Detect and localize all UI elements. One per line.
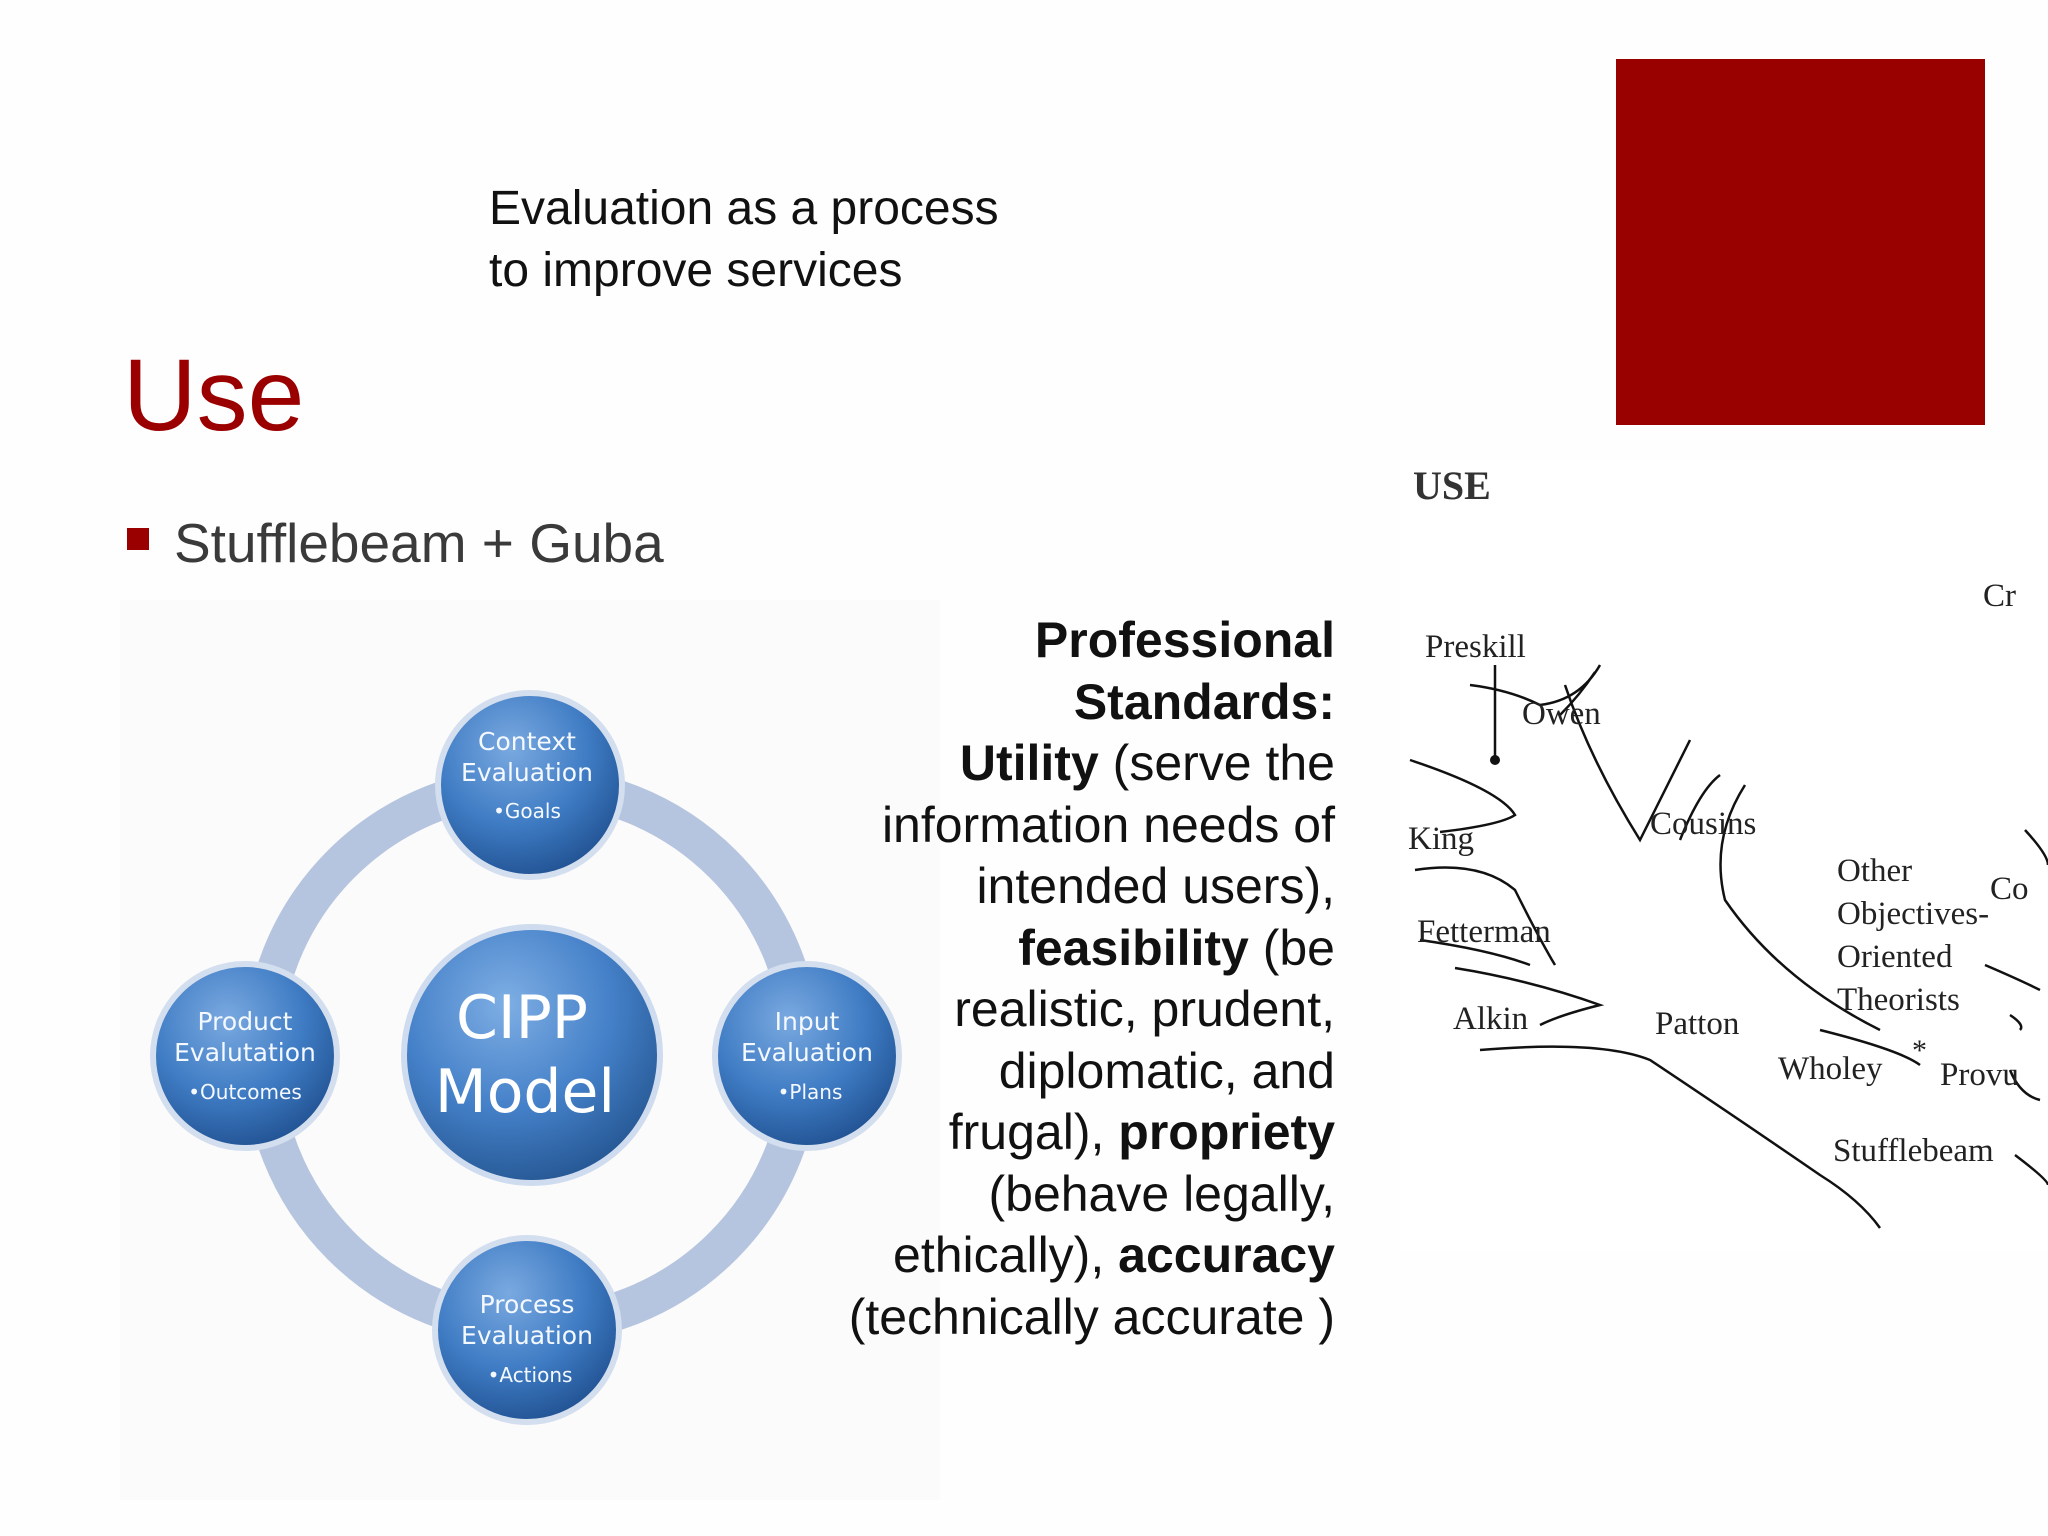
cipp-node-context-line2: Evaluation <box>461 758 593 787</box>
cipp-node-input-line2: Evaluation <box>741 1038 873 1067</box>
cipp-node-product: Product Evalutation •Outcomes <box>150 961 340 1151</box>
cipp-center-node: CIPP Model <box>401 924 663 1186</box>
tree-label-asterisk: * <box>1912 1034 1927 1067</box>
cipp-node-product-line1: Product <box>198 1007 293 1036</box>
tree-label-alkin: Alkin <box>1453 1001 1529 1037</box>
subtitle-line-1: Evaluation as a process <box>489 182 999 235</box>
utility-desc: (serve the information needs of intended… <box>881 735 1335 914</box>
accent-square <box>1616 59 1985 425</box>
slide-title: Use <box>123 338 305 452</box>
tree-label-wholey: Wholey <box>1778 1051 1883 1087</box>
cipp-node-process-line2: Evaluation <box>461 1321 593 1350</box>
tree-label-oriented: Oriented <box>1837 939 1953 975</box>
propriety-term: propriety <box>1118 1104 1335 1160</box>
cipp-node-input: Input Evaluation •Plans <box>712 961 902 1151</box>
cipp-node-context-line1: Context <box>478 727 576 756</box>
theory-tree-image: USE Preskill Owen King Cousins Fetterman… <box>1400 460 2048 1250</box>
tree-label-other: Other <box>1837 853 1913 889</box>
feasibility-desc: (be realistic, prudent, diplomatic, and … <box>948 919 1335 1161</box>
cipp-node-context-sub: •Goals <box>493 799 561 823</box>
cipp-node-context: Context Evaluation •Goals <box>435 690 625 880</box>
tree-label-co: Co <box>1990 871 2029 907</box>
cipp-node-input-sub: •Plans <box>778 1080 843 1104</box>
tree-label-preskill: Preskill <box>1425 629 1526 665</box>
theory-tree-branches <box>1409 664 2048 1229</box>
tree-label-patton: Patton <box>1655 1006 1740 1042</box>
cipp-node-process-sub: •Actions <box>488 1363 573 1387</box>
cipp-node-process-line1: Process <box>480 1290 575 1319</box>
bullet-marker <box>127 528 149 550</box>
utility-term: Utility <box>959 735 1099 791</box>
cipp-center-line2: Model <box>435 1057 615 1127</box>
tree-label-fetterman: Fetterman <box>1417 914 1551 950</box>
cipp-node-product-sub: •Outcomes <box>188 1080 302 1104</box>
subtitle-line-2: to improve services <box>489 244 903 297</box>
bullet-text: Stufflebeam + Guba <box>174 512 664 574</box>
slide-subtitle: Evaluation as a process to improve servi… <box>489 178 999 302</box>
cipp-node-input-line1: Input <box>775 1007 840 1036</box>
tree-heading-use: USE <box>1413 463 1491 508</box>
tree-label-stufflebeam: Stufflebeam <box>1833 1133 1994 1169</box>
tree-label-provu: Provu <box>1940 1057 2019 1093</box>
propriety-desc: (behave legally, ethically), <box>893 1165 1335 1284</box>
standards-heading: Professional Standards: <box>1034 612 1335 730</box>
cipp-node-process: Process Evaluation •Actions <box>432 1235 622 1425</box>
accuracy-desc: (technically accurate ) <box>848 1288 1335 1345</box>
tree-label-cr: Cr <box>1983 578 2016 614</box>
tree-label-objectives: Objectives- <box>1837 896 1990 932</box>
cipp-node-product-line2: Evalutation <box>174 1038 316 1067</box>
tree-label-king: King <box>1408 821 1474 857</box>
professional-standards-text: Professional Standards: Utility (serve t… <box>840 610 1335 1348</box>
tree-label-cousins: Cousins <box>1650 806 1757 842</box>
accuracy-term: accuracy <box>1118 1227 1335 1283</box>
tree-label-owen: Owen <box>1522 696 1601 732</box>
tree-label-theorists: Theorists <box>1837 982 1960 1018</box>
feasibility-term: feasibility <box>1018 919 1249 976</box>
cipp-center-line1: CIPP <box>456 983 588 1053</box>
